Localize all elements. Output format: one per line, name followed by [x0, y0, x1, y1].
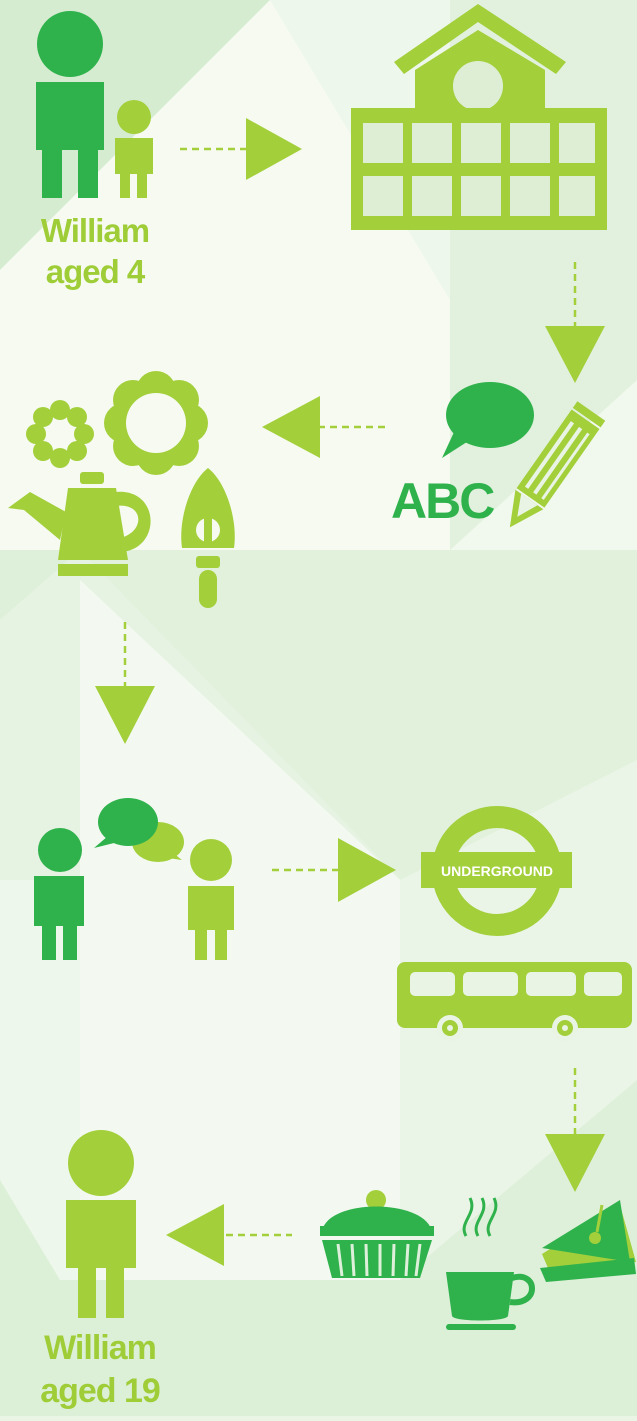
start-name-label: William — [40, 212, 150, 249]
end-age-label: aged 19 — [40, 1372, 161, 1410]
end-name-label: William — [44, 1329, 157, 1367]
trowel-icon — [181, 468, 235, 608]
arrow-left-1 — [262, 396, 386, 458]
arrow-right-1 — [180, 118, 302, 180]
flower-small-icon — [26, 400, 94, 468]
sandwich-icon — [540, 1200, 636, 1282]
cupcake-icon — [320, 1190, 434, 1278]
teacup-icon — [446, 1197, 535, 1330]
school-icon — [351, 4, 607, 230]
underground-sign-icon: UNDERGROUND — [421, 806, 572, 936]
arrow-down-1 — [545, 262, 605, 383]
pencil-icon — [509, 401, 606, 528]
arrow-down-3 — [545, 1068, 605, 1192]
bus-icon — [397, 962, 632, 1041]
arrow-down-2 — [95, 622, 155, 744]
underground-sign-text: UNDERGROUND — [441, 863, 553, 879]
watering-can-icon — [8, 472, 151, 576]
conversation-icon — [34, 798, 234, 960]
arrow-left-2 — [166, 1204, 292, 1266]
abc-text: ABC — [391, 473, 495, 529]
speech-bubble-icon — [442, 382, 534, 458]
arrow-right-2 — [272, 838, 396, 902]
start-age-label: aged 4 — [45, 253, 146, 290]
child-icon — [115, 100, 153, 198]
young-adult-icon — [66, 1130, 136, 1318]
adult-icon — [36, 11, 104, 198]
flower-large-icon — [104, 371, 208, 475]
